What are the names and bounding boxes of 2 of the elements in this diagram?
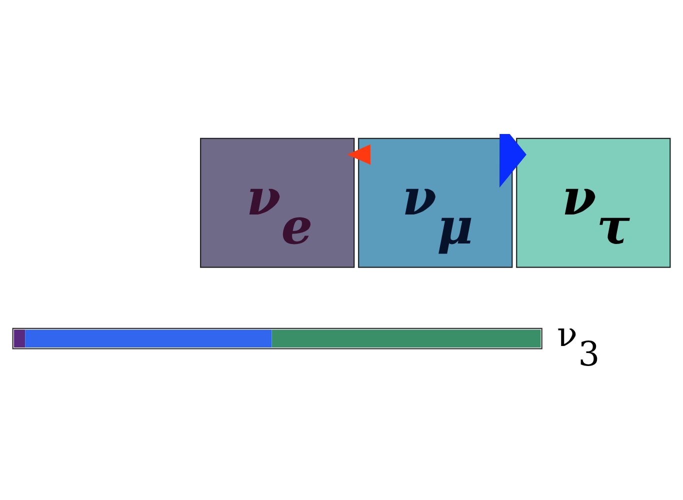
arrow: [347, 144, 370, 165]
arrow: [499, 134, 526, 188]
